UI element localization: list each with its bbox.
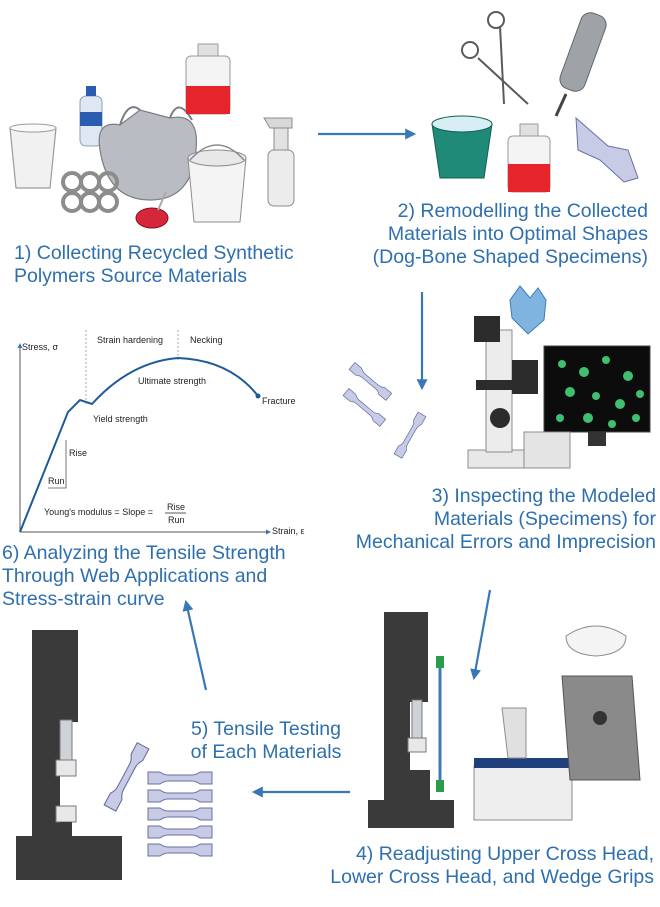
plastic-cup-icon: [9, 127, 57, 189]
red-jug-icon: [185, 43, 231, 115]
step-3-line-3: Mechanical Errors and Imprecision: [355, 531, 656, 553]
ultimate-strength-label: Ultimate strength: [138, 376, 206, 386]
rotary-tool-icon: [554, 12, 607, 117]
grip-assembly-icon: [407, 656, 444, 792]
step-5-line-2: of Each Materials: [190, 741, 342, 763]
x-axis-label: Strain, ε: [272, 526, 305, 536]
recycled-plastics-illustration: [9, 43, 295, 229]
y-axis-label: Stress, σ: [22, 342, 59, 352]
microscope-icon: [467, 316, 565, 469]
wedge-grip-icon: [561, 675, 641, 781]
cross-head-icon: [565, 625, 627, 657]
step-1-line-2: Polymers Source Materials: [14, 265, 247, 287]
step-6-line-2: Through Web Applications and: [2, 565, 268, 587]
scissors-icon: [461, 11, 529, 105]
tensile-machine-icon: [368, 612, 454, 828]
step-4-line-1: 4) Readjusting Upper Cross Head,: [355, 843, 654, 865]
step-2-line-2: Materials into Optimal Shapes: [387, 223, 648, 245]
spray-bottle-icon: [263, 117, 295, 207]
water-bottle-icon: [79, 86, 103, 147]
red-jug-2-icon: [507, 123, 551, 193]
arrow-3-to-4: [470, 589, 492, 681]
step-5-caption: 5) Tensile Testing of Each Materials: [180, 718, 352, 764]
step-4-line-2: Lower Cross Head, and Wedge Grips: [330, 866, 654, 888]
step-5-line-1: 5) Tensile Testing: [191, 718, 341, 740]
bottle-cap-icon: [135, 191, 169, 229]
specimen-sheet-icon: [575, 116, 639, 183]
fraction-denominator: Run: [168, 515, 185, 525]
necking-label: Necking: [190, 335, 223, 345]
step-2-caption: 2) Remodelling the Collected Materials i…: [373, 200, 648, 269]
step-6-line-1: 6) Analyzing the Tensile Strength: [2, 542, 286, 564]
fraction-numerator: Rise: [167, 502, 185, 512]
arrow-5-to-6: [182, 599, 208, 691]
step-2-line-1: 2) Remodelling the Collected: [397, 200, 648, 222]
youngs-modulus-label: Young's modulus = Slope =: [44, 507, 153, 517]
step-3-caption: 3) Inspecting the Modeled Materials (Spe…: [356, 485, 656, 554]
stress-strain-chart: Stress, σ Strain, ε Strain hardening Nec…: [17, 330, 305, 536]
microscope-illustration: [342, 285, 651, 469]
tensile-testing-illustration: [16, 630, 213, 880]
yield-strength-label: Yield strength: [93, 414, 148, 424]
tensile-setup-illustration: [368, 612, 641, 828]
step-1-caption: 1) Collecting Recycled Synthetic Polymer…: [14, 242, 294, 288]
rise-label: Rise: [69, 448, 87, 458]
controller-box-icon: [523, 431, 571, 469]
tensile-machine-2-icon: [16, 630, 122, 880]
glove-icon: [509, 285, 547, 335]
shaping-tools-illustration: [431, 11, 639, 193]
step-6-caption: 6) Analyzing the Tensile Strength Throug…: [2, 542, 286, 611]
step-4-caption: 4) Readjusting Upper Cross Head, Lower C…: [330, 843, 654, 889]
run-label: Run: [48, 476, 65, 486]
plastic-bucket-icon: [187, 144, 247, 223]
blue-bin-icon: [431, 115, 493, 179]
step-3-line-1: 3) Inspecting the Modeled: [431, 485, 656, 507]
plastic-bag-icon: [98, 109, 198, 201]
step-2-line-3: (Dog-Bone Shaped Specimens): [372, 246, 648, 268]
fracture-label: Fracture: [262, 396, 296, 406]
testing-unit-icon: [473, 707, 573, 821]
flow-arrows: [182, 128, 492, 798]
grip-assembly-2-icon: [55, 719, 77, 836]
step-1-line-1: 1) Collecting Recycled Synthetic: [14, 242, 294, 264]
strain-hardening-label: Strain hardening: [97, 335, 163, 345]
stress-strain-curve: [19, 356, 259, 533]
dog-bone-specimens-icon: [342, 362, 427, 459]
six-pack-rings-icon: [61, 171, 119, 213]
step-3-line-2: Materials (Specimens) for: [433, 508, 656, 530]
step-6-line-3: Stress-strain curve: [2, 588, 165, 610]
monitor-icon: [543, 345, 651, 446]
